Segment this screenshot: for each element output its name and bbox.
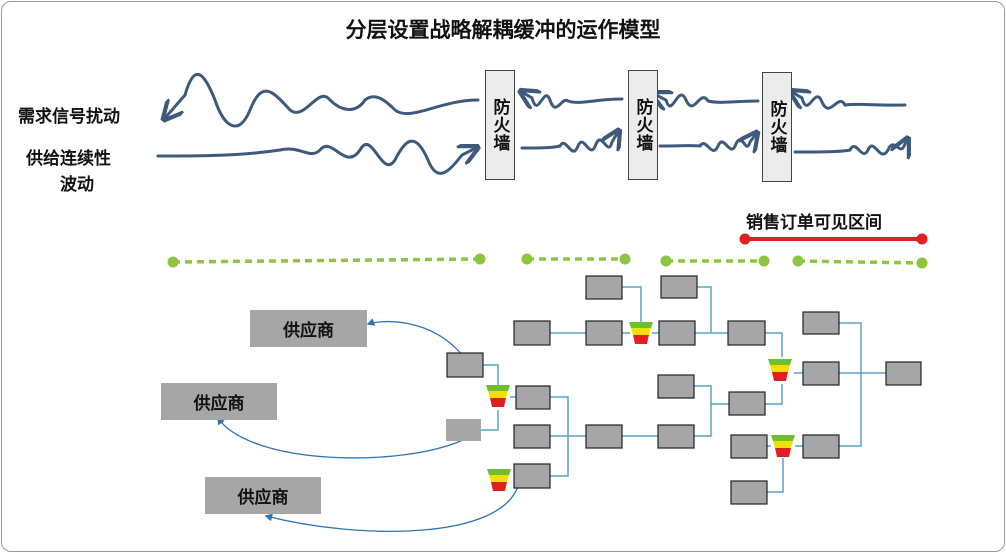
supplier-box-2: 供应商 <box>161 383 277 420</box>
supply-wave-3 <box>658 134 756 151</box>
process-box <box>585 320 623 346</box>
firewall-2: 防火墙 <box>628 70 658 180</box>
horizon-segment-1 <box>172 257 481 264</box>
process-box <box>730 434 768 459</box>
supply-volatility-label-line2: 波动 <box>60 175 94 195</box>
process-box <box>730 480 768 505</box>
visibility-end-dot <box>916 233 928 245</box>
process-box <box>728 391 766 416</box>
process-box <box>660 275 698 299</box>
horizon-dot <box>521 253 533 265</box>
connector <box>839 322 886 447</box>
horizon-dot <box>916 257 928 269</box>
connector <box>622 286 642 322</box>
supplier-box-1: 供应商 <box>250 310 367 347</box>
demand-wave-4 <box>792 92 907 110</box>
connector <box>481 410 499 431</box>
process-box <box>802 311 840 335</box>
supply-wave-4 <box>793 140 907 154</box>
connector <box>767 458 784 493</box>
process-box <box>513 424 551 449</box>
supplier-arrow <box>217 416 464 459</box>
firewall-1: 防火墙 <box>485 70 515 180</box>
process-box <box>657 374 695 399</box>
firewall-label: 防火墙 <box>766 100 787 154</box>
horizon-dot <box>660 255 672 267</box>
horizon-dot <box>619 253 631 265</box>
process-box <box>657 424 695 449</box>
process-box <box>727 320 766 346</box>
process-box <box>446 352 484 378</box>
firewall-label: 防火墙 <box>489 98 510 152</box>
horizon-dot <box>758 255 770 267</box>
buffer-icon <box>487 469 511 491</box>
firewall-3: 防火墙 <box>762 72 792 182</box>
demand-wave-3 <box>654 94 760 106</box>
demand-wave-2 <box>522 92 624 107</box>
connector <box>765 384 783 405</box>
buffer-icon <box>629 322 653 344</box>
visibility-window-label: 销售订单可见区间 <box>746 213 882 233</box>
supplier-arrow <box>264 485 519 532</box>
supplier-arrow <box>366 318 464 357</box>
horizon-segment-4 <box>797 259 923 265</box>
supply-volatility-label-line1: 供给连续性 <box>26 149 111 169</box>
process-box <box>585 424 623 449</box>
buffer-icon <box>771 435 795 457</box>
process-box <box>802 361 840 386</box>
connector <box>695 286 728 334</box>
demand-wave-1 <box>165 72 480 128</box>
process-box <box>446 419 481 441</box>
buffer-icon <box>768 359 792 381</box>
buffer-icon <box>486 385 510 407</box>
process-box <box>513 463 551 489</box>
process-box <box>885 361 922 386</box>
horizon-dot <box>792 255 804 267</box>
process-box <box>585 275 623 300</box>
connector <box>550 396 586 477</box>
demand-signal-label: 需求信号扰动 <box>18 107 120 127</box>
supply-wave-2 <box>520 132 618 153</box>
process-box <box>658 320 696 346</box>
connector <box>694 385 729 437</box>
firewall-label: 防火墙 <box>632 98 653 152</box>
process-box <box>802 434 840 459</box>
connector <box>765 332 783 357</box>
process-box <box>515 385 551 410</box>
connector <box>483 364 499 390</box>
visibility-start-dot <box>739 233 751 245</box>
diagram-title: 分层设置战略解耦缓冲的运作模型 <box>345 18 661 42</box>
supplier-box-3: 供应商 <box>205 477 321 514</box>
supply-wave-1 <box>156 139 476 175</box>
process-box <box>513 320 551 346</box>
horizon-dot <box>474 253 486 265</box>
horizon-dot <box>167 256 179 268</box>
